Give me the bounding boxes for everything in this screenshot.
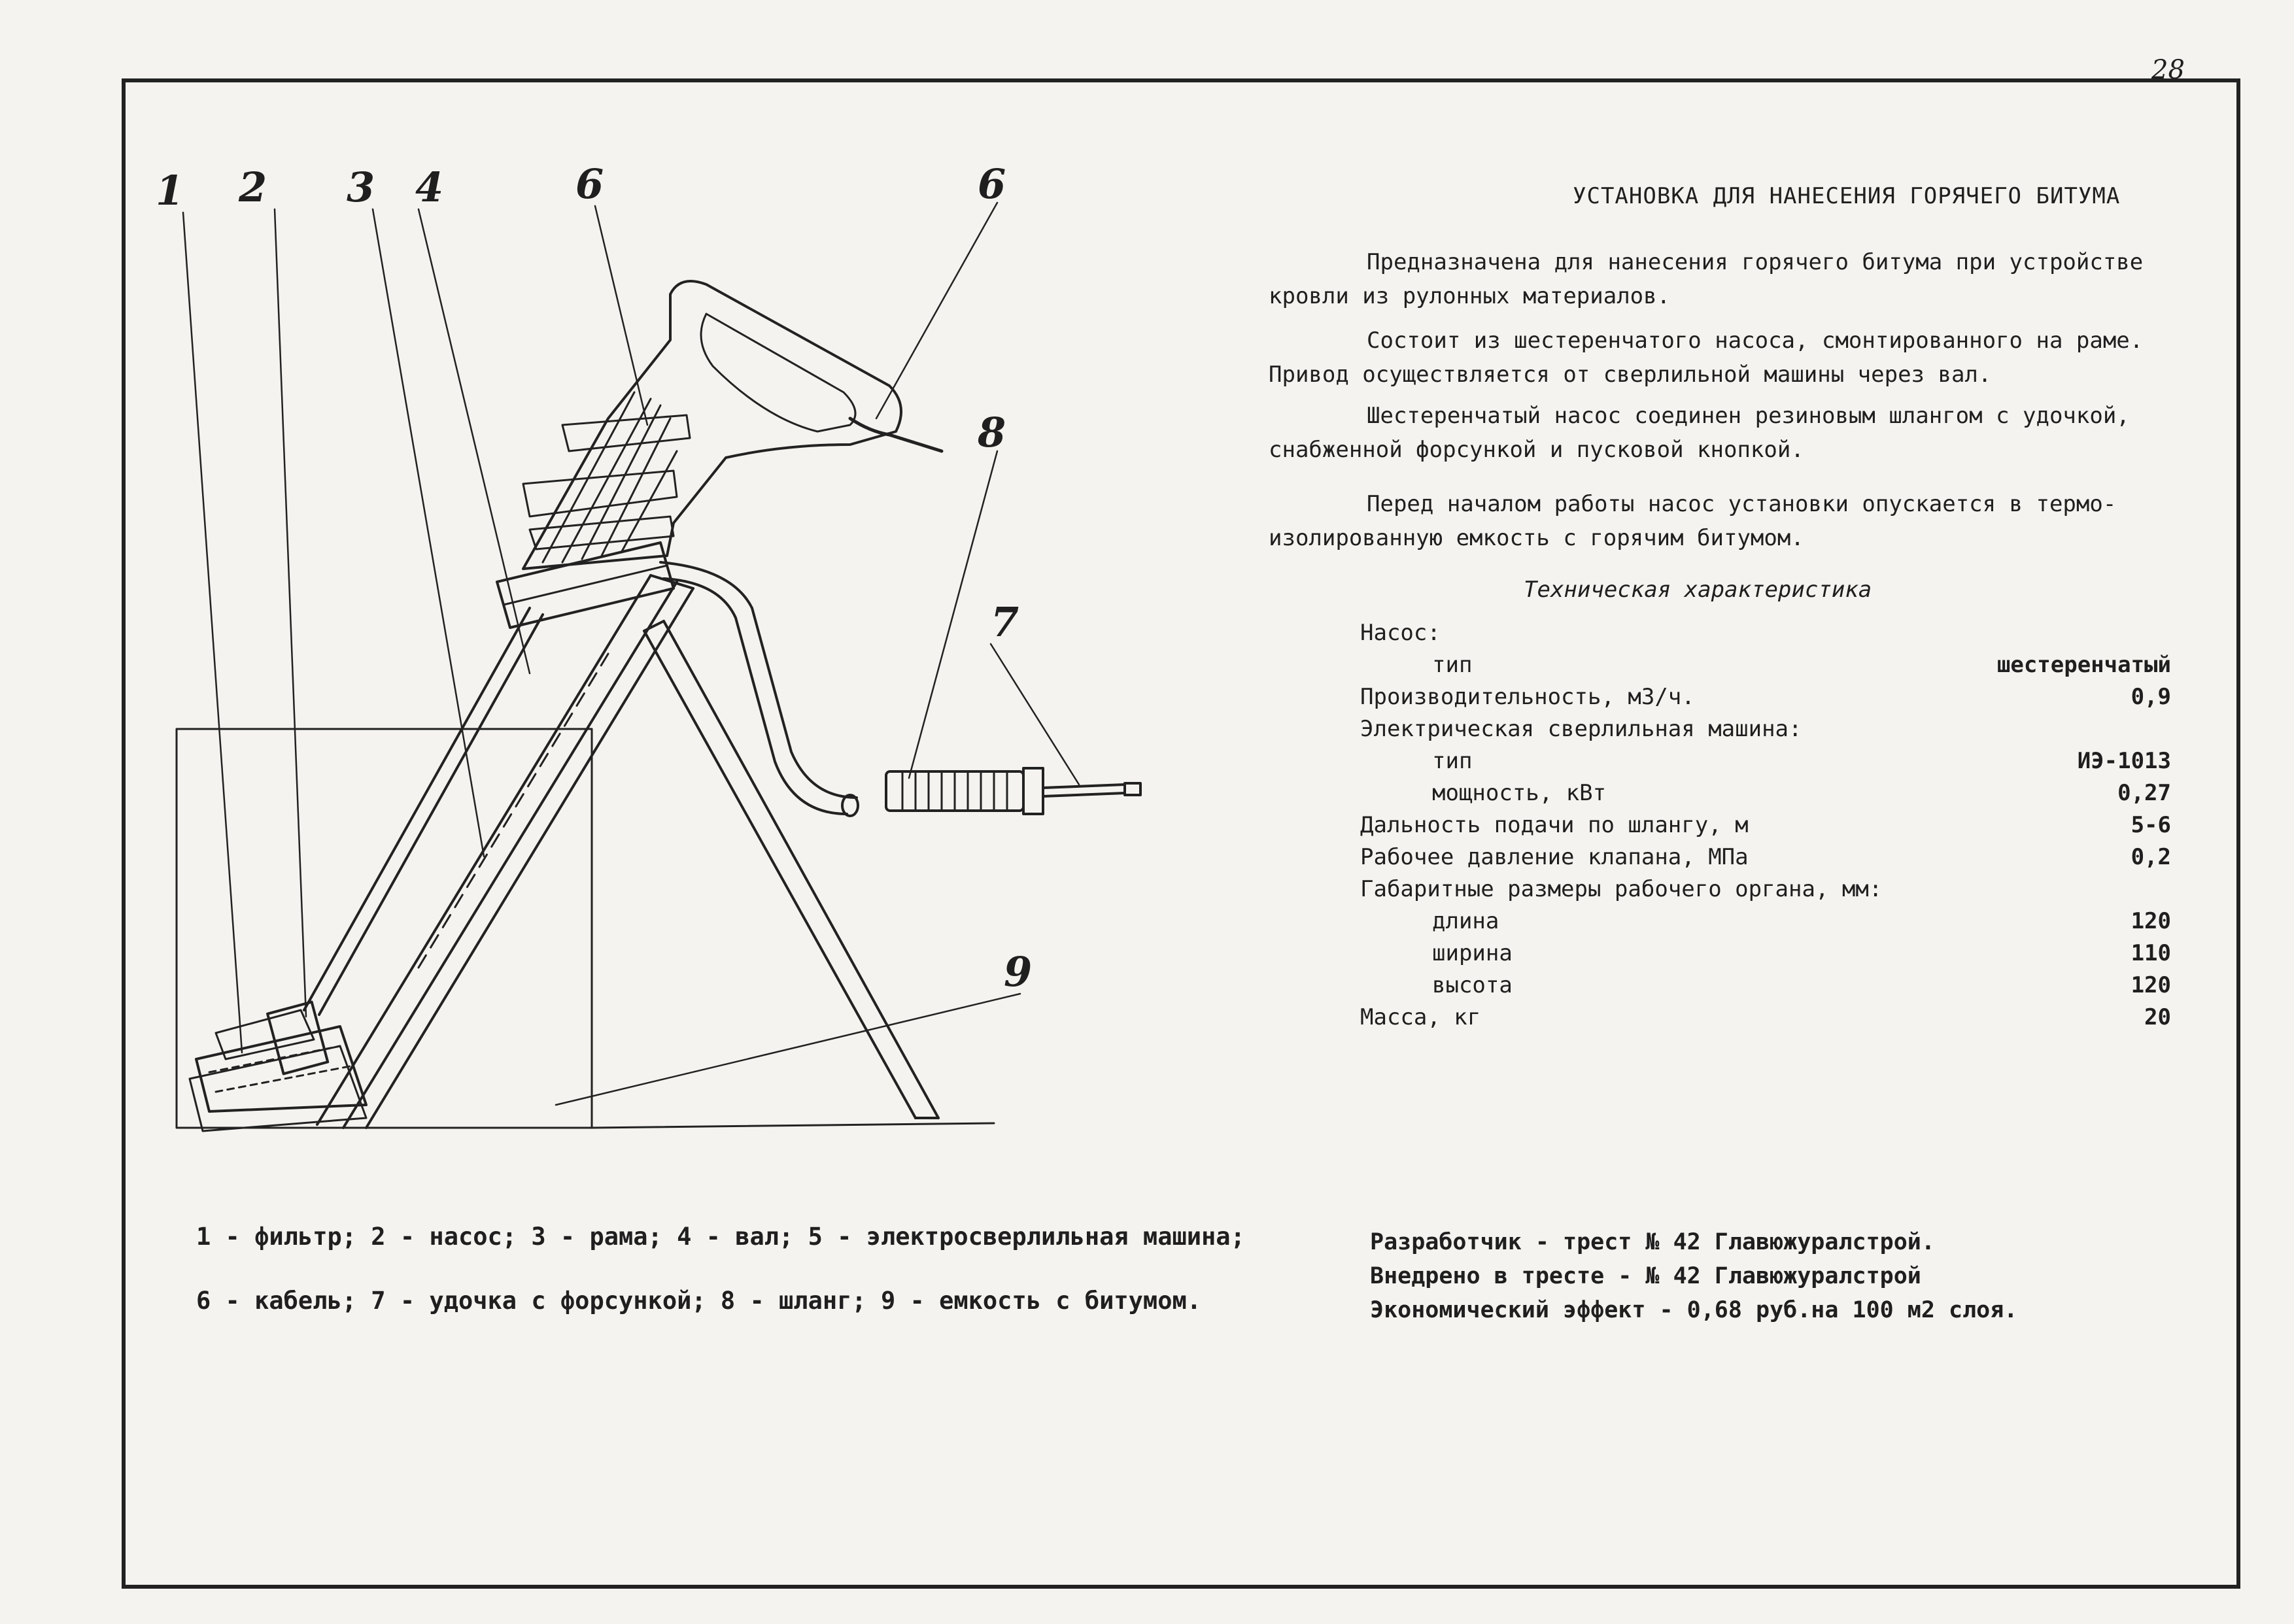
legend-line-2: 6 - кабель; 7 - удочка с форсункой; 8 - …	[196, 1287, 1202, 1315]
page-number: 28	[2151, 55, 2185, 85]
spec-value: 120	[2131, 908, 2171, 934]
spec-label: высота	[1432, 972, 1513, 998]
spec-label: Электрическая сверлильная машина:	[1360, 716, 1802, 742]
spec-label: Масса, кг	[1360, 1004, 1481, 1030]
callout-3: 3	[347, 163, 375, 211]
spray-wand	[885, 767, 1142, 815]
bitumen-container	[175, 728, 995, 1129]
spec-row: Электрическая сверлильная машина:	[1360, 713, 2171, 745]
spec-label: Производительность, м3/ч.	[1360, 684, 1695, 710]
callout-8: 8	[978, 409, 1006, 456]
hose	[659, 561, 859, 817]
spec-value: шестеренчатый	[1996, 652, 2171, 678]
spec-label: Рабочее давление клапана, МПа	[1360, 844, 1749, 870]
paragraph-composition: Состоит из шестеренчатого насоса, смонти…	[1269, 328, 2144, 388]
spec-value	[2093, 617, 2171, 649]
paragraph-connection: Шестеренчатый насос соединен резиновым ш…	[1269, 403, 2130, 463]
document-title: УСТАНОВКА ДЛЯ НАНЕСЕНИЯ ГОРЯЧЕГО БИТУМА	[1573, 183, 2121, 209]
shaft	[303, 607, 544, 1016]
spec-label: длина	[1432, 908, 1499, 934]
spec-row: Рабочее давление клапана, МПа 0,2	[1360, 841, 2171, 873]
spec-row: Масса, кг 20	[1360, 1002, 2171, 1034]
leader-lines	[182, 201, 1080, 1106]
spec-row: Производительность, м3/ч. 0,9	[1360, 681, 2171, 713]
spec-row: Дальность подачи по шлангу, м 5-6	[1360, 809, 2171, 841]
legend-line-1: 1 - фильтр; 2 - насос; 3 - рама; 4 - вал…	[196, 1223, 1245, 1251]
spec-value: 0,2	[2131, 844, 2171, 870]
callout-4: 4	[415, 163, 444, 211]
callout-1: 1	[156, 167, 184, 214]
spec-value	[2093, 873, 2171, 905]
spec-value	[2093, 713, 2171, 745]
spec-value: 120	[2131, 972, 2171, 998]
spec-label: Дальность подачи по шлангу, м	[1360, 812, 1749, 838]
pump-frame	[316, 574, 694, 1129]
spec-value: 20	[2144, 1004, 2171, 1030]
spec-label: тип	[1432, 748, 1473, 774]
spec-row: тип шестеренчатый	[1360, 649, 2171, 681]
clamp-plate	[496, 541, 675, 629]
paragraph-purpose: Предназначена для нанесения горячего бит…	[1269, 249, 2144, 309]
spec-value: 110	[2131, 940, 2171, 966]
filter-and-pump	[188, 1000, 368, 1132]
spec-heading: Техническая характеристика	[1524, 577, 1872, 603]
callout-6-drill: 6	[575, 160, 604, 208]
page-frame	[122, 78, 2240, 1589]
footer-developer: Разработчик - трест № 42 Главюжуралстрой…	[1370, 1229, 1935, 1255]
support-leg	[643, 620, 940, 1119]
callout-9: 9	[1004, 948, 1033, 996]
spec-value: 0,27	[2117, 780, 2171, 806]
spec-row: тип ИЭ-1013	[1360, 745, 2171, 777]
callout-2: 2	[239, 163, 267, 211]
callout-6-cable: 6	[978, 160, 1006, 208]
spec-label: Габаритные размеры рабочего органа, мм:	[1360, 876, 1883, 902]
footer-implemented: Внедрено в тресте - № 42 Главюжуралстрой	[1370, 1263, 1921, 1289]
spec-value: 0,9	[2131, 684, 2171, 710]
spec-label: тип	[1432, 652, 1473, 678]
spec-row: высота 120	[1360, 970, 2171, 1002]
drill-machine	[522, 280, 902, 570]
paragraph-operation: Перед началом работы насос установки опу…	[1269, 491, 2117, 551]
spec-label: ширина	[1432, 940, 1513, 966]
footer-economic-effect: Экономический эффект - 0,68 руб.на 100 м…	[1370, 1297, 2018, 1323]
spec-row: длина 120	[1360, 905, 2171, 938]
spec-row: мощность, кВт 0,27	[1360, 777, 2171, 809]
spec-row: Габаритные размеры рабочего органа, мм:	[1360, 873, 2171, 905]
spec-row: ширина 110	[1360, 938, 2171, 970]
spec-value: ИЭ-1013	[2077, 748, 2171, 774]
spec-row: Насос:	[1360, 617, 2171, 649]
cable	[848, 416, 944, 453]
spec-label: мощность, кВт	[1432, 780, 1607, 806]
spec-label: Насос:	[1360, 620, 1441, 646]
callout-7: 7	[991, 598, 1019, 646]
spec-value: 5-6	[2131, 812, 2171, 838]
